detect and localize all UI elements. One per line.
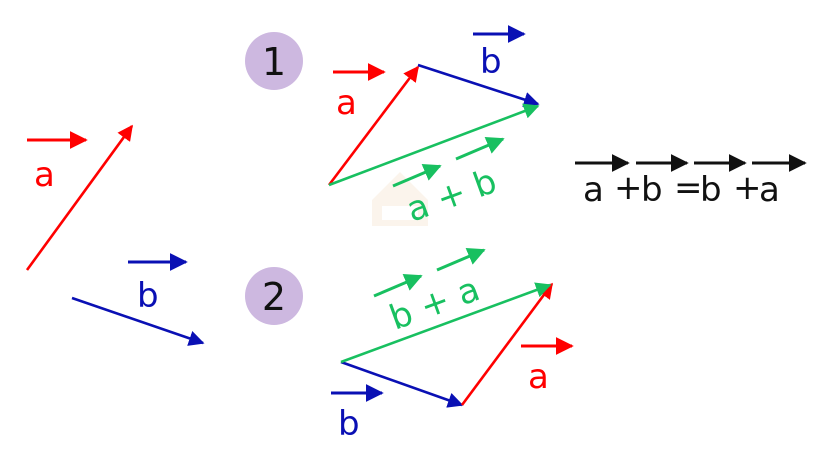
vector-a-original [25, 124, 134, 271]
label-a-original: a [27, 131, 88, 195]
step-2-vector-sum [340, 282, 552, 364]
step-1-label-a-text: a [336, 83, 357, 123]
equation-right-b: b [700, 170, 722, 210]
step-1-number: 1 [262, 40, 286, 84]
label-b-original: b [128, 253, 188, 316]
step-2-vector-b [340, 360, 464, 408]
step-2-number: 2 [262, 275, 286, 319]
step-1-label-a: a [333, 63, 386, 123]
step-1-badge: 1 [245, 32, 303, 90]
step-2-badge: 2 [245, 267, 303, 325]
equation-plus-1: + [614, 168, 643, 208]
step-1-label-b-text: b [480, 42, 502, 82]
label-a-text: a [34, 155, 55, 195]
step-1-vector-sum [328, 103, 540, 187]
label-b-text: b [137, 276, 159, 316]
vector-b-original [71, 296, 205, 346]
step-2-label-b: b [331, 384, 384, 444]
commutative-equation: a + b = b + a [575, 154, 807, 210]
step-2-vector-a [460, 282, 554, 406]
step-1-vector-a [327, 65, 420, 186]
step-1-label-b: b [473, 25, 526, 82]
equation-left-a: a [583, 170, 604, 210]
step-1-vector-b [417, 63, 540, 108]
step-2-label-a-text: a [528, 357, 549, 397]
equation-right-a: a [759, 170, 780, 210]
step-2-sum-label: b + a [373, 248, 486, 338]
equation-left-b: b [641, 170, 663, 210]
step-1-sum-text: a + b [401, 161, 502, 230]
equation-plus-2: + [733, 168, 762, 208]
step-2-label-a: a [521, 337, 574, 397]
step-2-label-b-text: b [338, 404, 360, 444]
watermark-logo [372, 172, 428, 226]
equation-equals: = [674, 168, 703, 208]
